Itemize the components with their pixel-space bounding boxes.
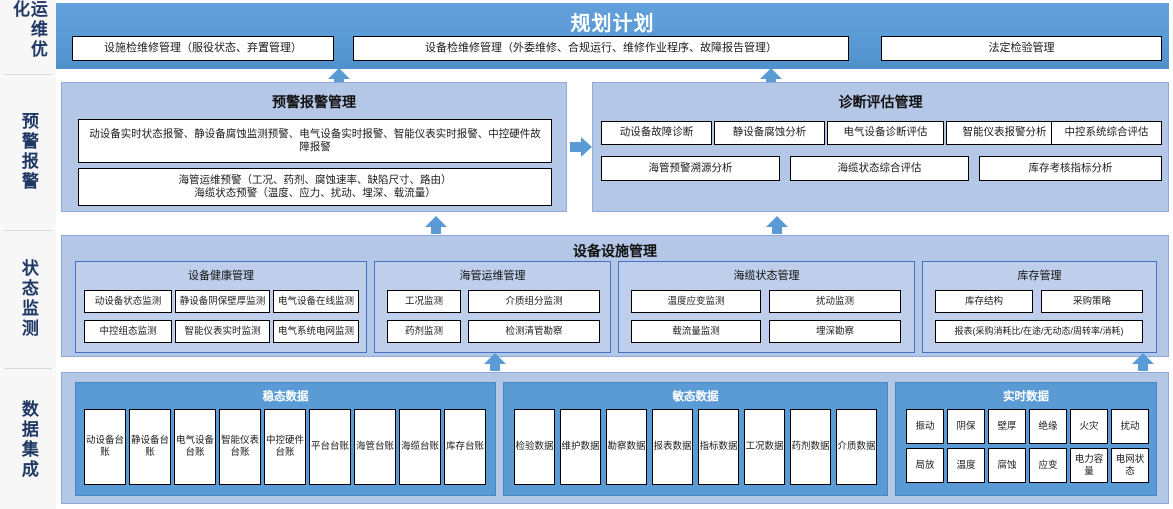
diagnosis-box-rotating-fault[interactable]: 动设备故障诊断 (601, 121, 712, 145)
data-item-vibration[interactable]: 振动 (906, 409, 944, 444)
facility-title: 设备设施管理 (573, 243, 657, 259)
data-item-kpi-data[interactable]: 指标数据 (698, 409, 739, 485)
planning-box-equipment-maintenance[interactable]: 设备检维修管理（外委维修、合规运行、维修作业程序、故障报告管理） (353, 36, 849, 61)
data-item-dcs-hardware-ledger[interactable]: 中控硬件台账 (264, 409, 306, 485)
data-group-steady-state: 稳态数据 动设备台账 静设备台账 电气设备台账 智能仪表台账 中控硬件台账 平台… (75, 382, 496, 496)
facility-group-title: 库存管理 (1017, 270, 1062, 282)
diagnosis-title: 诊断评估管理 (838, 94, 923, 110)
facility-item-burial-survey[interactable]: 埋深勘察 (769, 320, 901, 343)
facility-group-pipeline-ops: 海管运维管理 工况监测 介质组分监测 药剂监测 检测清管勘察 (374, 261, 611, 353)
facility-item-medium-composition[interactable]: 介质组分监测 (468, 290, 600, 313)
facility-item-disturbance[interactable]: 扰动监测 (769, 290, 901, 313)
data-item-instrument-ledger[interactable]: 智能仪表台账 (219, 409, 261, 485)
diagnosis-panel: 诊断评估管理 动设备故障诊断 静设备腐蚀分析 电气设备诊断评估 智能仪表报警分析… (592, 82, 1169, 212)
sidebar-item-label: 状态监测 (18, 259, 38, 339)
data-item-pipeline-ledger[interactable]: 海管台账 (354, 409, 396, 485)
data-item-medium-data[interactable]: 介质数据 (836, 409, 877, 485)
data-item-cathodic[interactable]: 阴保 (947, 409, 985, 444)
facility-item-electrical-online[interactable]: 电气设备在线监测 (273, 290, 359, 313)
sidebar-item-warning-alarm[interactable]: 预警报警 (0, 76, 56, 228)
warning-box-realtime-alarms[interactable]: 动设备实时状态报警、静设备腐蚀监测预警、电气设备实时报警、智能仪表实时报警、中控… (78, 119, 552, 163)
data-item-strain[interactable]: 应变 (1029, 448, 1067, 483)
data-group-title: 敏态数据 (672, 391, 719, 403)
facility-item-procurement-strategy[interactable]: 采购策略 (1041, 290, 1143, 313)
facility-item-dcs-config[interactable]: 中控组态监测 (84, 320, 172, 343)
sidebar-item-status-monitoring[interactable]: 状态监测 (0, 232, 56, 366)
facility-item-chemical-monitoring[interactable]: 药剂监测 (387, 320, 461, 343)
facility-item-condition-monitoring[interactable]: 工况监测 (387, 290, 461, 313)
warning-box-pipeline-cable-warning[interactable]: 海管运维预警（工况、药剂、腐蚀速率、缺陷尺寸、路由） 海缆状态预警（温度、应力、… (78, 168, 552, 206)
planning-box-facility-maintenance[interactable]: 设施检维修管理（服役状态、弃置管理） (72, 36, 334, 61)
data-item-maintenance-data[interactable]: 维护数据 (560, 409, 601, 485)
facility-item-ampacity[interactable]: 载流量监测 (631, 320, 761, 343)
sidebar-divider (4, 230, 52, 231)
diagnosis-box-cable-eval[interactable]: 海缆状态综合评估 (790, 156, 969, 181)
facility-group-equipment-health: 设备健康管理 动设备状态监测 静设备阴保壁厚监测 电气设备在线监测 中控组态监测… (75, 261, 367, 353)
data-item-temperature[interactable]: 温度 (947, 448, 985, 483)
diagnosis-box-electrical-eval[interactable]: 电气设备诊断评估 (827, 121, 944, 145)
facility-item-instrument-realtime[interactable]: 智能仪表实时监测 (175, 320, 270, 343)
data-item-electrical-ledger[interactable]: 电气设备台账 (174, 409, 216, 485)
diagnosis-box-dcs-eval[interactable]: 中控系统综合评估 (1051, 121, 1162, 145)
data-group-realtime: 实时数据 振动 阴保 壁厚 绝缘 火灾 扰动 局放 温度 腐蚀 应变 电力容量 … (895, 382, 1157, 496)
data-item-report-data[interactable]: 报表数据 (652, 409, 693, 485)
data-item-chemical-data[interactable]: 药剂数据 (790, 409, 831, 485)
data-integration-panel: 稳态数据 动设备台账 静设备台账 电气设备台账 智能仪表台账 中控硬件台账 平台… (61, 372, 1169, 504)
facility-group-title: 海缆状态管理 (733, 270, 800, 282)
facility-panel: 设备设施管理 设备健康管理 动设备状态监测 静设备阴保壁厚监测 电气设备在线监测… (61, 235, 1169, 357)
diagnosis-box-inventory-kpi[interactable]: 库存考核指标分析 (979, 156, 1162, 181)
data-item-corrosion[interactable]: 腐蚀 (988, 448, 1026, 483)
sidebar: 运维优化 预警报警 状态监测 数据集成 (0, 0, 56, 509)
data-item-platform-ledger[interactable]: 平台台账 (309, 409, 351, 485)
data-group-title: 实时数据 (1003, 391, 1049, 403)
planning-box-statutory-inspection[interactable]: 法定检验管理 (881, 36, 1162, 61)
diagnosis-box-instrument-alarm[interactable]: 智能仪表报警分析 (946, 121, 1063, 145)
data-item-condition-data[interactable]: 工况数据 (744, 409, 785, 485)
facility-item-grid-monitoring[interactable]: 电气系统电网监测 (273, 320, 359, 343)
data-group-agile-state: 敏态数据 检验数据 维护数据 勘察数据 报表数据 指标数据 工况数据 药剂数据 … (503, 382, 888, 496)
data-item-survey-data[interactable]: 勘察数据 (606, 409, 647, 485)
facility-item-inventory-structure[interactable]: 库存结构 (935, 290, 1033, 313)
facility-item-rotating-status[interactable]: 动设备状态监测 (84, 290, 172, 313)
planning-band: 规划计划 设施检维修管理（服役状态、弃置管理） 设备检维修管理（外委维修、合规运… (56, 3, 1169, 69)
data-item-insulation[interactable]: 绝缘 (1029, 409, 1067, 444)
sidebar-item-label: 数据集成 (18, 399, 38, 480)
sidebar-divider (4, 74, 52, 75)
data-item-disturbance[interactable]: 扰动 (1111, 409, 1149, 444)
planning-title: 规划计划 (570, 13, 655, 35)
facility-group-cable-status: 海缆状态管理 温度应变监测 扰动监测 载流量监测 埋深勘察 (618, 261, 915, 353)
data-item-static-ledger[interactable]: 静设备台账 (129, 409, 171, 485)
facility-group-title: 设备健康管理 (188, 270, 254, 282)
sidebar-divider (4, 368, 52, 369)
facility-item-pigging-survey[interactable]: 检测清管勘察 (468, 320, 600, 343)
data-item-inventory-ledger[interactable]: 库存台账 (444, 409, 486, 485)
data-item-fire[interactable]: 火灾 (1070, 409, 1108, 444)
data-item-grid-status[interactable]: 电网状态 (1111, 448, 1149, 483)
data-item-wall-thickness[interactable]: 壁厚 (988, 409, 1026, 444)
data-item-power-capacity[interactable]: 电力容量 (1070, 448, 1108, 483)
diagnosis-box-static-corrosion[interactable]: 静设备腐蚀分析 (714, 121, 825, 145)
data-item-cable-ledger[interactable]: 海缆台账 (399, 409, 441, 485)
diagnosis-box-pipeline-trace[interactable]: 海管预警溯源分析 (601, 156, 780, 181)
sidebar-item-label: 预警报警 (18, 112, 38, 192)
sidebar-item-label: 运维优化 (10, 0, 47, 60)
facility-group-title: 海管运维管理 (459, 270, 526, 282)
facility-group-inventory: 库存管理 库存结构 采购策略 报表(采购消耗比/在途/无动态/周转率/消耗) (922, 261, 1157, 353)
data-item-rotating-ledger[interactable]: 动设备台账 (84, 409, 126, 485)
facility-item-temp-strain[interactable]: 温度应变监测 (631, 290, 761, 313)
facility-item-static-cp-thickness[interactable]: 静设备阴保壁厚监测 (175, 290, 270, 313)
facility-item-inventory-report[interactable]: 报表(采购消耗比/在途/无动态/周转率/消耗) (935, 320, 1143, 343)
sidebar-item-data-integration[interactable]: 数据集成 (0, 370, 56, 509)
data-item-inspection-data[interactable]: 检验数据 (514, 409, 555, 485)
data-item-partial-discharge[interactable]: 局放 (906, 448, 944, 483)
data-group-title: 稳态数据 (262, 391, 309, 403)
warning-title: 预警报警管理 (272, 94, 356, 110)
warning-panel: 预警报警管理 动设备实时状态报警、静设备腐蚀监测预警、电气设备实时报警、智能仪表… (61, 82, 567, 212)
sidebar-item-ops-optimization[interactable]: 运维优化 (0, 0, 56, 72)
